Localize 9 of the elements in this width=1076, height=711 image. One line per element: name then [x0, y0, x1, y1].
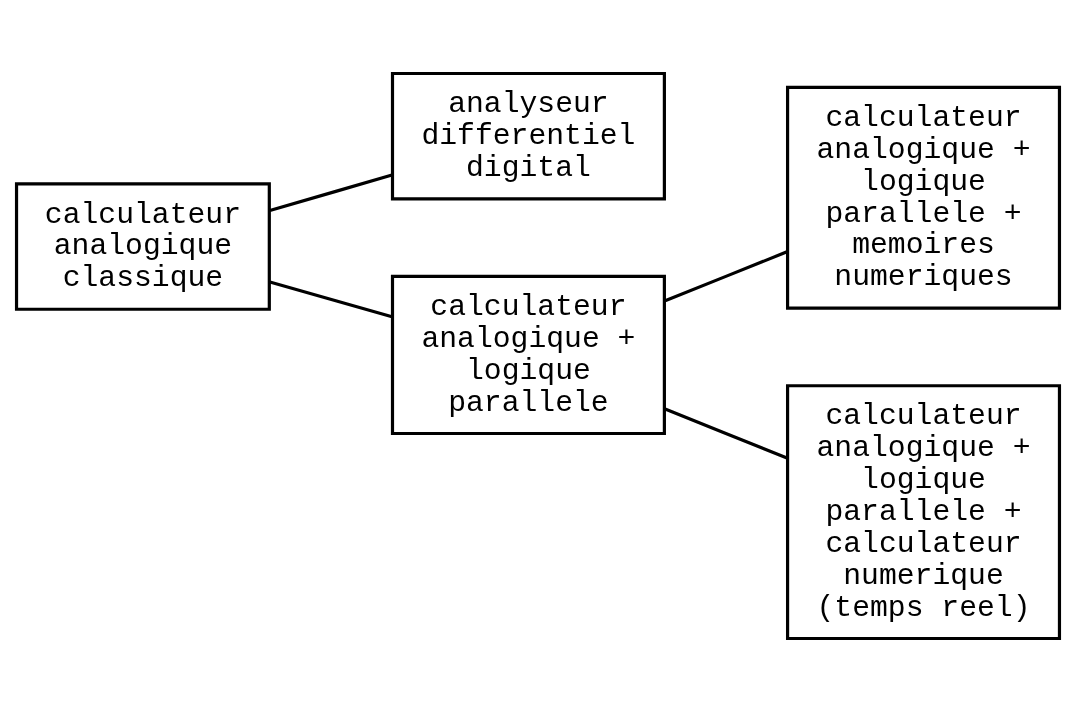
connector	[269, 173, 393, 212]
connector	[663, 249, 788, 303]
node-box: calculateur analogique classique	[14, 181, 271, 311]
connector	[663, 406, 788, 459]
node-box: calculateur analogique + logique parallele + calculateur numerique (temps reel)	[786, 383, 1062, 640]
connector	[269, 280, 393, 318]
node-box: calculateur analogique + logique parallele	[390, 274, 666, 435]
node-box: calculateur analogique + logique parallele + memoires numeriques	[786, 85, 1062, 310]
node-box: analyseur differentiel digital	[390, 71, 666, 200]
